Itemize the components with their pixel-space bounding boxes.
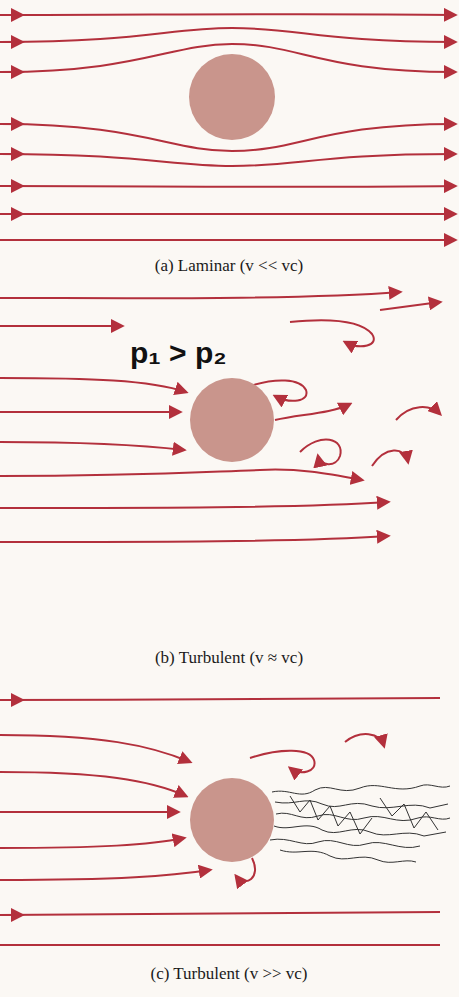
laminar-streamlines bbox=[0, 14, 455, 240]
pressure-label: p₁ > p₂ bbox=[127, 336, 230, 369]
turbulent-streamlines bbox=[0, 292, 440, 542]
turbulent-wake bbox=[270, 785, 450, 862]
cylinder bbox=[190, 778, 274, 862]
panel-caption: (b) Turbulent (v ≈ vc) bbox=[155, 648, 303, 668]
cylinder bbox=[190, 378, 274, 462]
panel-caption: (c) Turbulent (v >> vc) bbox=[150, 964, 307, 984]
cylinder bbox=[189, 54, 275, 140]
turbulent-streamlines bbox=[0, 698, 440, 945]
panel-caption: (a) Laminar (v << vc) bbox=[155, 256, 304, 276]
